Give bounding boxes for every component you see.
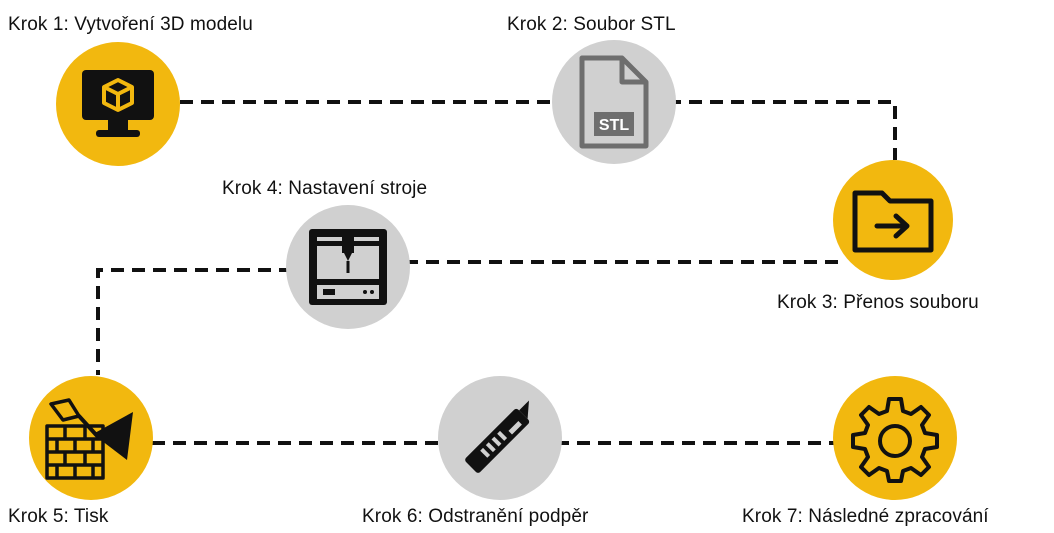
step-5-label: Krok 5: Tisk <box>8 506 109 527</box>
folder-arrow-icon <box>852 190 934 253</box>
bricks-trowel-icon <box>45 398 133 480</box>
step-1-label: Krok 1: Vytvoření 3D modelu <box>8 14 253 35</box>
stl-file-icon: STL <box>579 55 649 149</box>
step-7-label: Krok 7: Následné zpracování <box>742 506 989 527</box>
stl-file-text: STL <box>599 117 629 134</box>
step-7-node <box>833 376 957 500</box>
3d-printer-icon <box>309 229 387 305</box>
step-2-node: STL <box>552 40 676 164</box>
utility-knife-icon <box>465 400 530 473</box>
step-3-node <box>833 160 953 280</box>
step-4-node <box>286 205 410 329</box>
monitor-cube-icon <box>82 70 154 137</box>
step-2-label: Krok 2: Soubor STL <box>507 14 676 35</box>
step-1-node <box>56 42 180 166</box>
step-6-node <box>438 376 562 500</box>
gear-icon <box>851 397 939 483</box>
step-4-label: Krok 4: Nastavení stroje <box>222 178 428 199</box>
connector-4-5 <box>96 268 292 375</box>
step-6-label: Krok 6: Odstranění podpěr <box>362 506 589 527</box>
step-5-node <box>29 376 153 500</box>
connector-2-3 <box>668 100 897 160</box>
step-3-label: Krok 3: Přenos souboru <box>777 292 979 313</box>
